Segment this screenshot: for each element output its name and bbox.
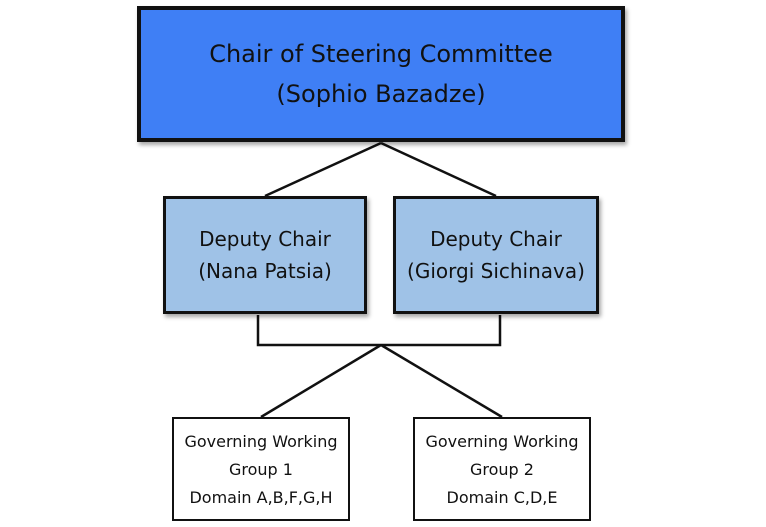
deputy-2-name: (Giorgi Sichinava) xyxy=(407,259,585,283)
deputy-chair-box-2: Deputy Chair (Giorgi Sichinava) xyxy=(393,196,599,314)
working-group-box-1: Governing Working Group 1 Domain A,B,F,G… xyxy=(172,417,350,521)
working-group-box-2: Governing Working Group 2 Domain C,D,E xyxy=(413,417,591,521)
group-2-line-1: Governing Working xyxy=(425,432,579,451)
group-2-line-2: Group 2 xyxy=(470,460,534,479)
group-1-domains: Domain A,B,F,G,H xyxy=(189,488,333,507)
chair-name: (Sophio Bazadze) xyxy=(276,80,486,108)
deputy-chair-box-1: Deputy Chair (Nana Patsia) xyxy=(163,196,367,314)
chair-box: Chair of Steering Committee (Sophio Baza… xyxy=(137,6,625,142)
connector-chair-to-deputy-1 xyxy=(264,141,382,198)
connector-deputies-bracket xyxy=(256,315,502,347)
chair-title: Chair of Steering Committee xyxy=(209,40,553,68)
group-2-domains: Domain C,D,E xyxy=(446,488,558,507)
connector-bracket-to-group-1 xyxy=(260,343,382,419)
connector-bracket-to-group-2 xyxy=(380,343,503,419)
group-1-line-2: Group 1 xyxy=(229,460,293,479)
deputy-1-title: Deputy Chair xyxy=(199,227,331,251)
deputy-2-title: Deputy Chair xyxy=(430,227,562,251)
deputy-1-name: (Nana Patsia) xyxy=(198,259,332,283)
connector-chair-to-deputy-2 xyxy=(380,141,497,198)
group-1-line-1: Governing Working xyxy=(184,432,338,451)
